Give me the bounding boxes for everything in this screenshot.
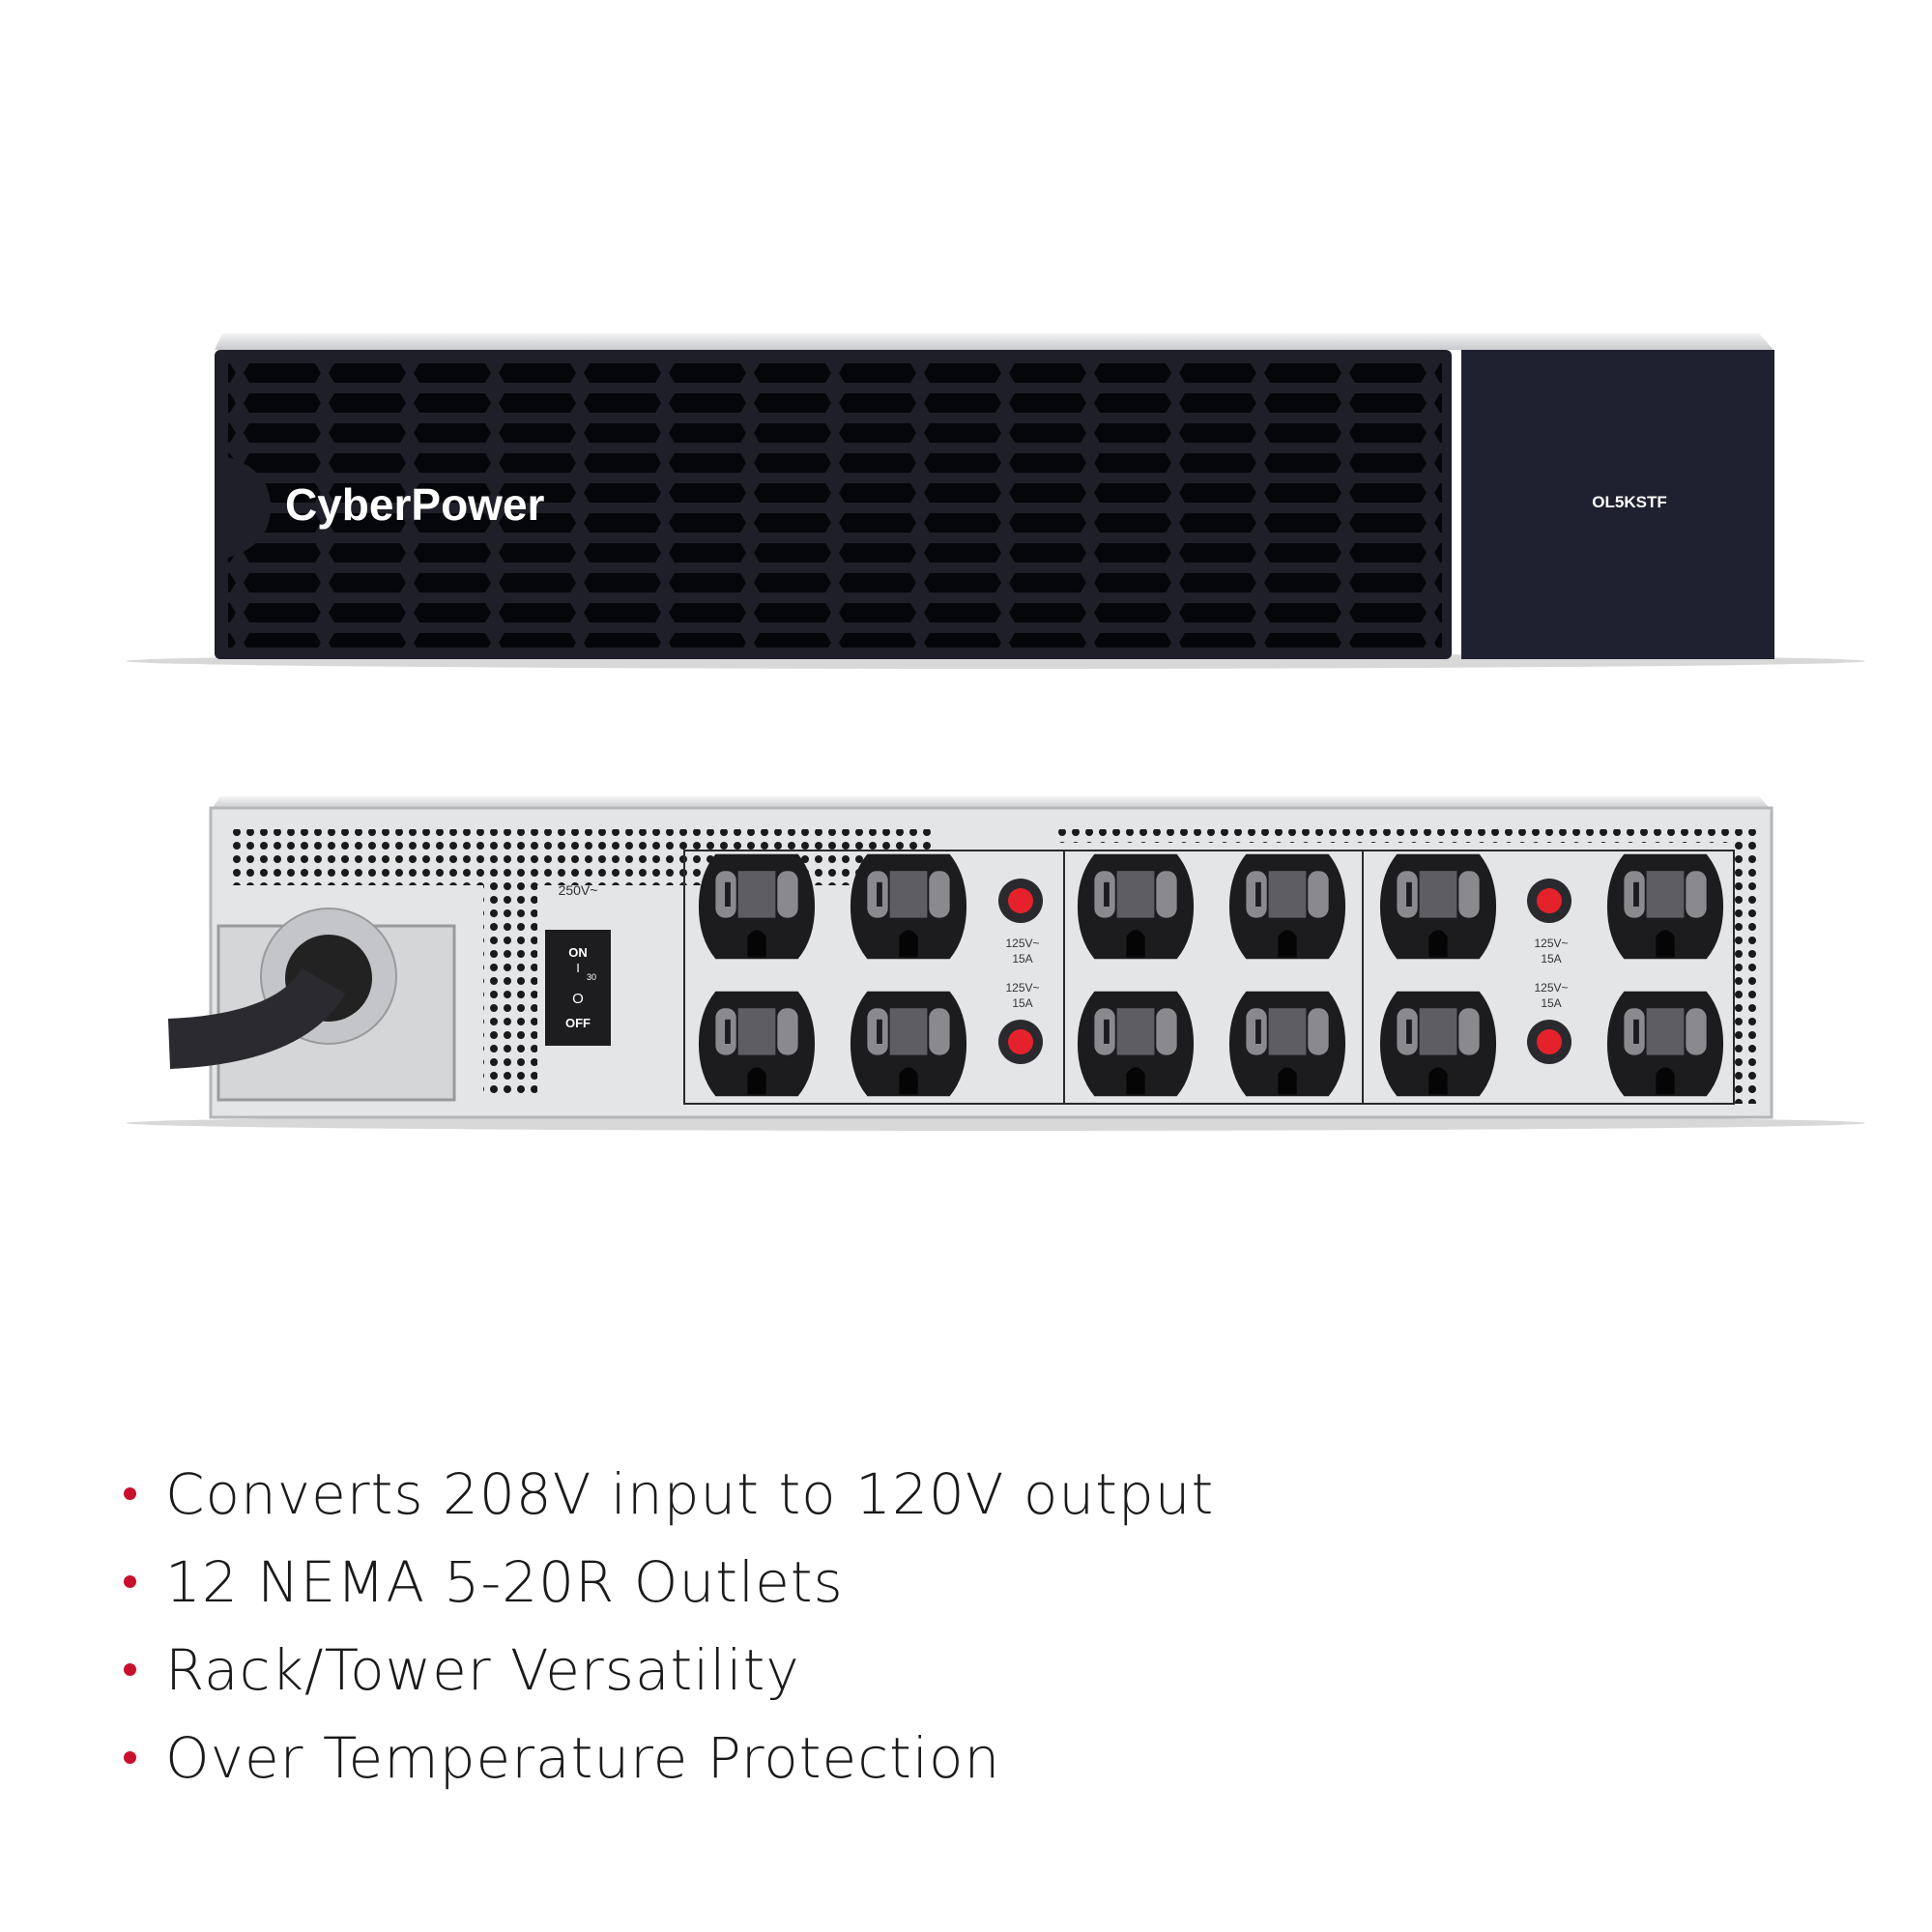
breaker-2-voltage: 125V~ [1005,981,1039,995]
nema-outlet-4 [1228,853,1346,960]
nema-outlet-8 [850,991,967,1097]
outlet-bank-3 [1362,850,1735,1105]
nema-outlet-3 [1077,853,1195,960]
nema-outlet-1 [698,853,816,960]
feature-list: Converts 208V input to 120V output 12 NE… [124,1450,1214,1802]
nema-outlet-6 [1606,853,1724,960]
bullet-icon [124,1487,136,1500]
feature-text: Over Temperature Protection [165,1724,1001,1791]
breaker-4-voltage: 125V~ [1534,981,1568,995]
feature-item: 12 NEMA 5-20R Outlets [124,1538,1214,1626]
breaker-2-current: 15A [1012,996,1032,1010]
nema-outlet-7 [698,991,816,1097]
switch-on-symbol: I [576,961,580,975]
front-unit: CyberPower OL5KSTF [126,333,1865,669]
breaker-4-current: 15A [1541,996,1561,1010]
model-label: OL5KSTF [1592,493,1666,511]
nema-outlet-9 [1077,991,1195,1097]
feature-item: Over Temperature Protection [124,1714,1214,1802]
bullet-icon [124,1751,136,1764]
feature-item: Converts 208V input to 120V output [124,1450,1214,1538]
nema-outlet-5 [1379,853,1497,960]
nema-outlet-2 [850,853,967,960]
vent-holes [230,829,936,885]
power-cord [167,966,346,1069]
switch-rating: 30 [587,972,596,982]
breaker-1[interactable] [998,879,1043,923]
switch-off-symbol: O [572,991,584,1007]
breaker-3-voltage: 125V~ [1534,937,1568,950]
feature-item: Rack/Tower Versatility [124,1626,1214,1714]
breaker-4[interactable] [1527,1020,1572,1064]
rear-unit: 250V~ ON I 30 O OFF 125V~ 15A 125V~ 15A … [126,796,1865,1131]
front-grille [228,360,1442,648]
brand-logo: CyberPower [285,479,545,530]
front-display-panel [1461,350,1774,659]
nema-outlet-10 [1228,991,1346,1097]
bullet-icon [124,1575,136,1588]
breaker-3[interactable] [1527,879,1572,923]
feature-text: Rack/Tower Versatility [165,1636,800,1703]
switch-off-label: OFF [565,1016,591,1030]
nema-outlet-11 [1379,991,1497,1097]
feature-text: 12 NEMA 5-20R Outlets [165,1548,844,1615]
power-switch[interactable] [545,930,611,1046]
breaker-1-current: 15A [1012,952,1032,966]
switch-on-label: ON [568,945,588,960]
input-rating-label: 250V~ [559,882,598,898]
nema-outlet-12 [1606,991,1724,1097]
breaker-3-current: 15A [1541,952,1561,966]
breaker-2[interactable] [998,1020,1043,1064]
feature-text: Converts 208V input to 120V output [165,1460,1215,1527]
breaker-1-voltage: 125V~ [1005,937,1039,950]
bullet-icon [124,1663,136,1676]
